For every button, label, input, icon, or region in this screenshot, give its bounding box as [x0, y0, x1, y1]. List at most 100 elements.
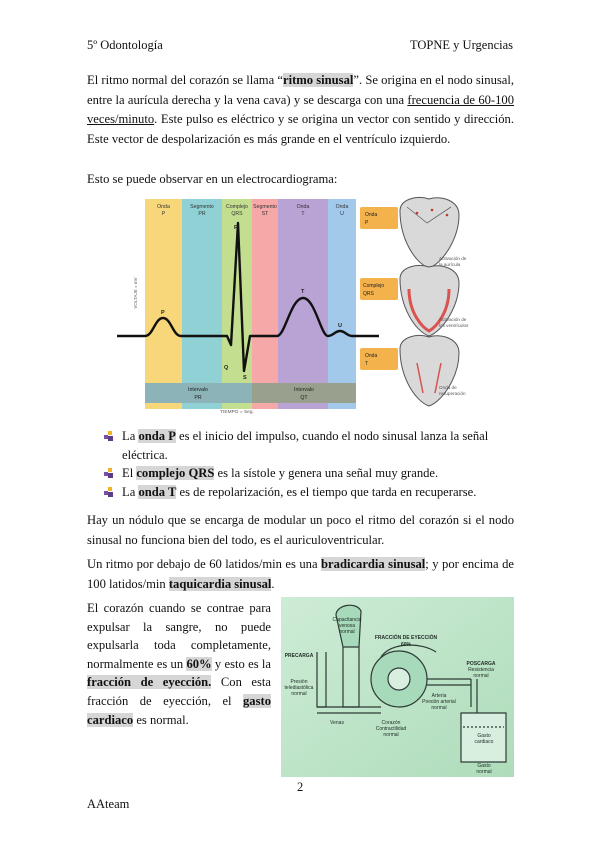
band-onda-p [145, 199, 182, 409]
band-onda-u [328, 199, 356, 409]
peak-q: Q [224, 365, 229, 371]
bullet-text: es de repolarización, es el tiempo que t… [176, 484, 477, 499]
label-fraccion-60: 60% [401, 642, 412, 648]
paragraph-bradicardia: Un ritmo por debajo de 60 latidos/min es… [87, 555, 514, 594]
band-label: PR [198, 211, 205, 217]
heart-complejo-qrs: Complejo QRS Activación de los ventrícul… [360, 265, 469, 337]
p4-text-c: ; y por encima de 100 latidos/min [87, 557, 514, 591]
svg-text:recuperación: recuperación [439, 391, 466, 396]
list-item: El complejo QRS es la sístole y genera u… [104, 464, 514, 483]
label-capacitancia: normal [339, 629, 354, 635]
svg-text:Activación de: Activación de [439, 317, 467, 322]
peak-r: R [234, 225, 238, 231]
label-precarga: PRECARGA [285, 653, 314, 659]
band-label: ST [262, 211, 269, 217]
term-complejo-qrs: complejo QRS [136, 466, 215, 480]
term-fraccion-eyeccion: fracción de eyección. [87, 675, 212, 690]
bullet-text: es la sístole y genera una señal muy gra… [214, 466, 439, 480]
band-segmento-pr [182, 199, 222, 409]
label-corazon: Contractilidad [376, 726, 407, 732]
label-presion: normal [291, 691, 306, 697]
term-ritmo-sinusal: ritmo sinusal [282, 73, 354, 87]
band-label: Onda [297, 204, 310, 210]
band-segmento-st [252, 199, 278, 409]
bullet-icon [104, 468, 113, 478]
band-label: Onda [336, 204, 349, 210]
label-corazon: normal [383, 732, 398, 738]
svg-text:Complejo: Complejo [363, 283, 384, 289]
label-fraccion-eyeccion: FRACCIÓN DE EYECCIÓN [375, 633, 438, 641]
interval-pr-bar [145, 383, 252, 403]
bullet-icon [104, 431, 113, 441]
header-left: 5º Odontología [87, 38, 163, 52]
list-item: La onda P es el inicio del impulso, cuan… [104, 427, 514, 464]
ecg-x-axis-label: TIEMPO = Seg. [220, 409, 254, 415]
ecg-y-axis-label: VOLTAJE = mV [133, 277, 138, 308]
p4-text-e: . [271, 576, 275, 591]
label-gasto: Gasto [477, 733, 491, 739]
bullet-text: La [122, 429, 139, 443]
interval-qt-bar [252, 383, 356, 403]
term-frecuencia: frecuencia de 60-100 veces/minuto [87, 92, 515, 127]
p4-text-a: Un ritmo por debajo de 60 latidos/min es… [87, 557, 322, 571]
label-corazon: Corazón [382, 720, 401, 726]
svg-text:Onda: Onda [365, 353, 377, 359]
svg-text:Onda de: Onda de [439, 385, 457, 390]
label-capacitancia: Capacitancia [333, 617, 362, 623]
label-presion: telediastólica [285, 685, 314, 691]
paragraph-ecg-intro: Esto se puede observar en un electrocard… [87, 172, 338, 186]
label-capacitancia: venosa [339, 623, 355, 629]
svg-text:P: P [365, 220, 369, 226]
label-arteria: normal [431, 705, 446, 711]
p5-text-g: es normal. [133, 712, 189, 727]
bullet-text: es el inicio del impulso, cuando el nodo… [122, 429, 489, 462]
peak-s: S [243, 375, 247, 381]
ecg-diagram: Onda P Segmento PR Complejo QRS Segmento… [117, 193, 509, 418]
term-bradicardia: bradicardia sinusal [321, 557, 426, 571]
svg-text:la aurícula: la aurícula [439, 262, 461, 267]
footer: AAteam [87, 797, 130, 811]
term-taquicardia: taquicardia sinusal [168, 576, 272, 591]
band-label: P [162, 211, 166, 217]
label-arteria: Arteria [432, 693, 447, 699]
interval-label: PR [194, 395, 201, 401]
p1-text-c: ”. Se origina en el nodo sinusal, entre … [87, 73, 515, 107]
bullet-text: El [122, 466, 137, 480]
label-poscarga: POSCARGA [467, 661, 496, 667]
cardiac-pump-diagram: Capacitancia venosa normal FRACCIÓN DE E… [281, 597, 514, 777]
svg-text:los ventrículos: los ventrículos [439, 323, 469, 328]
band-label: QRS [231, 211, 243, 217]
band-label: T [301, 211, 305, 217]
label-resistencia: Resistencia [468, 667, 494, 673]
paragraph-nodulo: Hay un nódulo que se encarga de modular … [87, 513, 514, 547]
svg-text:T: T [365, 361, 368, 367]
term-60-percent: 60% [186, 656, 212, 671]
svg-text:QRS: QRS [363, 291, 375, 297]
label-gasto-normal: normal [476, 769, 491, 775]
label-gasto: cardiaco [475, 739, 494, 745]
p1-text-e: . Este pulso es eléctrico y se origina u… [87, 112, 514, 146]
label-resistencia: normal [473, 673, 488, 679]
label-venas: Venas [330, 720, 344, 726]
interval-label: Intervalo [294, 387, 314, 393]
band-label: Complejo [226, 204, 248, 210]
header-right: TOPNE y Urgencias [410, 38, 513, 52]
page-number: 2 [297, 780, 304, 794]
term-onda-p: onda P [138, 429, 176, 443]
svg-text:Onda: Onda [365, 212, 377, 218]
peak-p: P [161, 310, 165, 316]
bullet-text: La [122, 484, 139, 499]
p5-text-a: El corazón cuando se contrae para expuls… [87, 601, 271, 671]
heart-onda-t: Onda T Onda de recuperación [360, 335, 466, 407]
peak-t: T [301, 289, 305, 295]
ecg-trace [117, 221, 379, 373]
ecg-bands [145, 199, 356, 409]
band-onda-t [278, 199, 328, 409]
band-label: U [340, 211, 344, 217]
interval-label: Intervalo [188, 387, 208, 393]
paragraph-fraccion-eyeccion: El corazón cuando se contrae para expuls… [87, 599, 271, 729]
list-item: La onda T es de repolarización, es el ti… [104, 483, 514, 502]
bullet-list: La onda P es el inicio del impulso, cuan… [104, 427, 514, 501]
band-label: Segmento [253, 204, 277, 210]
p5-text-e: Con esta fracción de eyección, el [87, 675, 271, 708]
